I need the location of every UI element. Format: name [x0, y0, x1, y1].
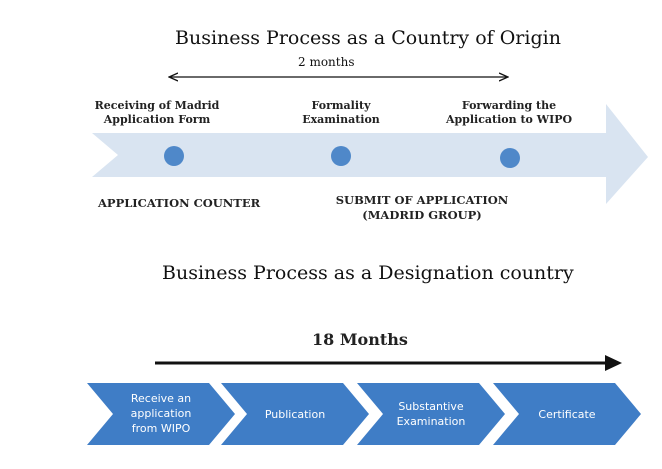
origin-process-arrow [92, 104, 648, 204]
chevron-substantive [357, 383, 505, 445]
stage-label-receiving: Receiving of Madrid Application Form [94, 99, 220, 126]
designation-title: Business Process as a Designation countr… [162, 262, 574, 284]
chevron-label-certificate: Certificate [538, 408, 596, 421]
chevron-label-publication: Publication [264, 408, 326, 421]
chevron-receive [87, 383, 235, 445]
application-counter-label: APPLICATION COUNTER [98, 196, 261, 210]
stage-dot-forwarding [500, 148, 520, 168]
chevron-label-receive: Receive an application from WIPO [130, 392, 192, 435]
chevron-certificate [493, 383, 641, 445]
stage-dot-formality [331, 146, 351, 166]
chevron-label-substantive: Substantive Examination [396, 400, 466, 428]
origin-duration-label: 2 months [298, 55, 355, 69]
designation-duration-arrowhead [605, 355, 622, 371]
stage-dot-receiving [164, 146, 184, 166]
submit-application-label: SUBMIT OF APPLICATION (MADRID GROUP) [335, 193, 509, 222]
stage-label-formality: Formality Examination [302, 99, 380, 126]
stage-label-forwarding: Forwarding the Application to WIPO [445, 99, 573, 126]
chevron-publication [221, 383, 369, 445]
origin-title: Business Process as a Country of Origin [175, 27, 561, 49]
designation-duration-label: 18 Months [312, 330, 408, 349]
